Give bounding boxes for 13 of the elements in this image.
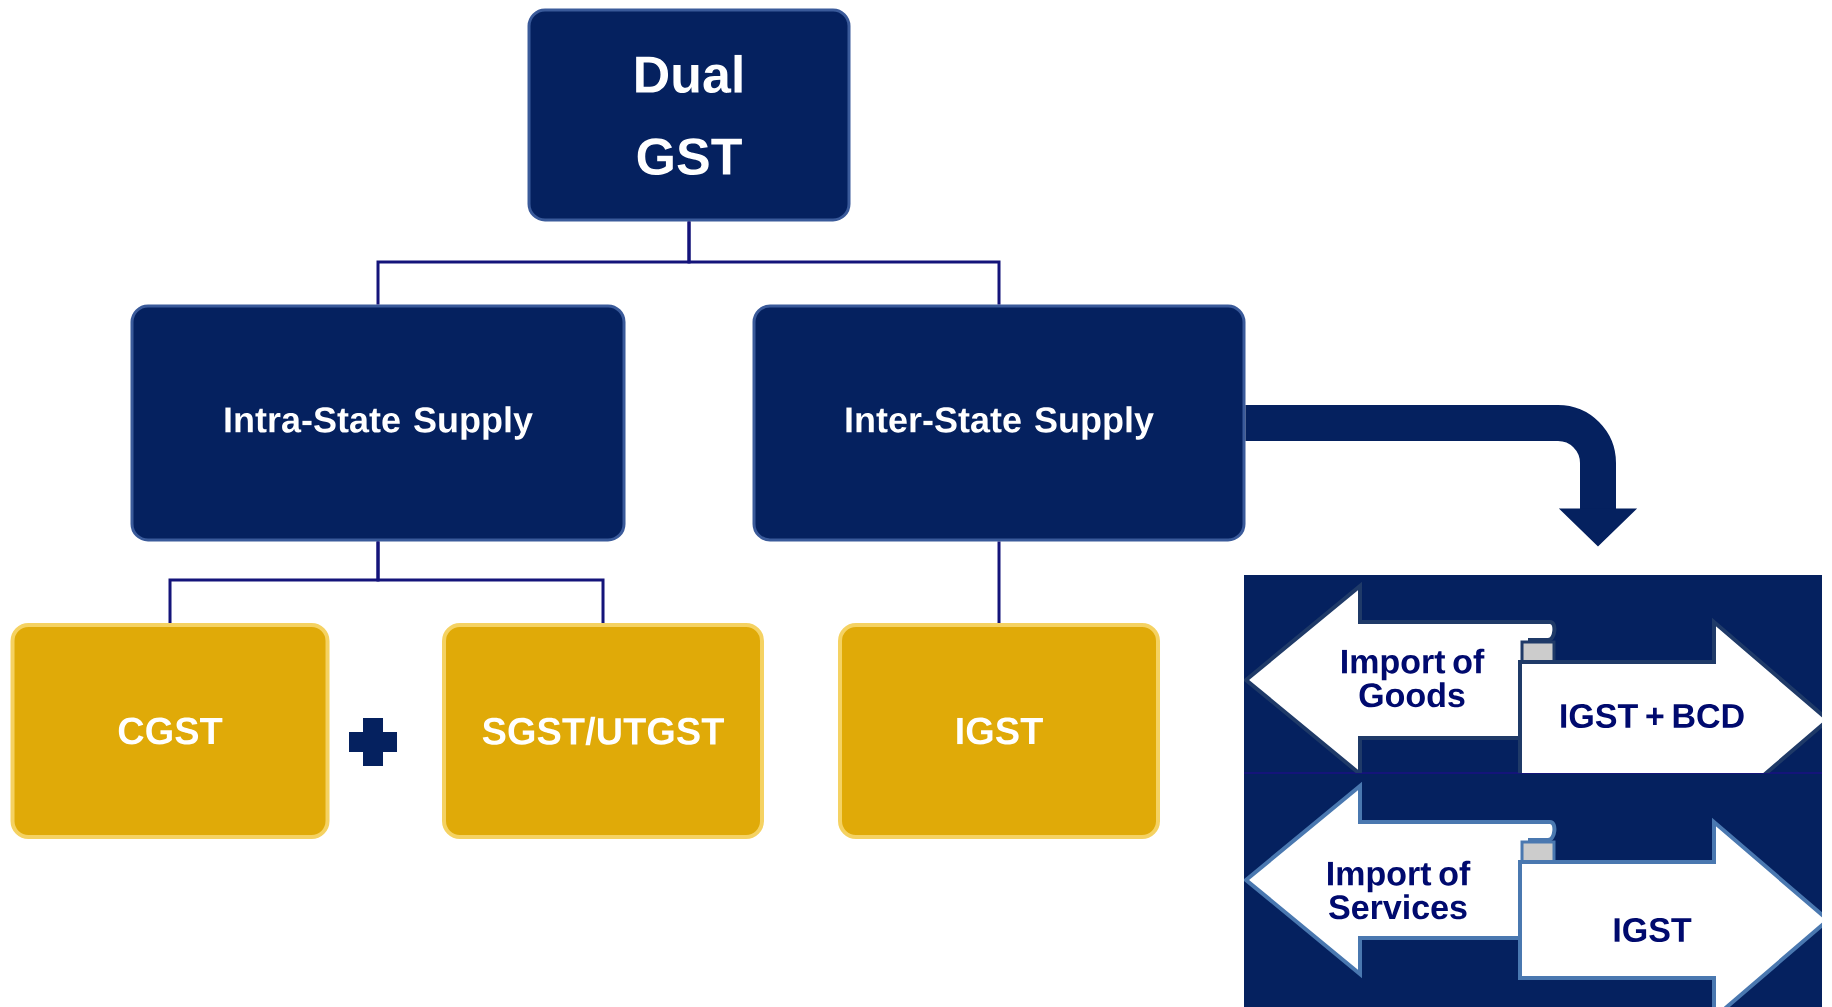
tax-box: IGST <box>838 623 1160 839</box>
connector-line <box>997 541 1001 623</box>
label-banner: IGST + BCD <box>1518 617 1822 773</box>
connector-line <box>687 221 1001 305</box>
node-label: Import of Goods <box>1342 648 1485 708</box>
node-label: Import of Services <box>1328 860 1471 920</box>
tax-box: CGST <box>10 623 330 839</box>
tax-box: SGST/UTGST <box>442 623 764 839</box>
process-box: Intra-State Supply <box>130 304 626 542</box>
process-box: Dual GST <box>527 8 851 222</box>
process-box: Inter-State Supply <box>752 304 1246 542</box>
label-banner: IGST <box>1518 817 1822 1007</box>
connector-line <box>376 541 605 623</box>
